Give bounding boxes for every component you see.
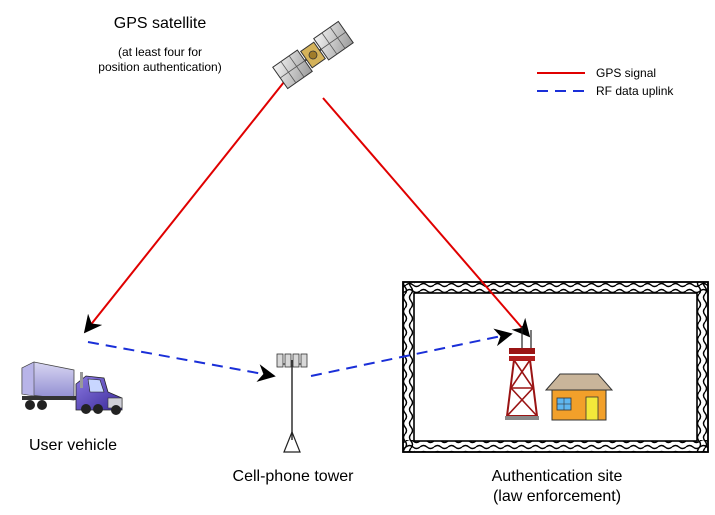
- radio-tower-icon: [505, 326, 539, 420]
- legend: GPS signal RF data uplink: [537, 66, 674, 98]
- site-label-line2: (law enforcement): [493, 488, 621, 505]
- tower-label: Cell-phone tower: [233, 468, 355, 485]
- gps-signal-to-vehicle: [83, 76, 289, 334]
- legend-rf-label: RF data uplink: [596, 84, 674, 98]
- gps-signal-to-site: [322, 97, 531, 338]
- legend-gps-label: GPS signal: [596, 66, 656, 80]
- satellite-note-line1: (at least four for: [118, 45, 202, 59]
- rf-uplink-tower-to-site: [310, 328, 513, 377]
- satellite-note-line2: position authentication): [98, 60, 221, 74]
- site-label-line1: Authentication site: [492, 468, 623, 485]
- rf-uplink-vehicle-to-tower: [87, 341, 276, 382]
- satellite-title: GPS satellite: [114, 15, 207, 32]
- truck-icon: [21, 361, 123, 415]
- authentication-site-enclosure: [402, 281, 709, 453]
- vehicle-label: User vehicle: [29, 437, 117, 454]
- satellite-icon: [272, 20, 354, 90]
- house-icon: [544, 373, 614, 421]
- cell-tower-icon: [276, 353, 308, 453]
